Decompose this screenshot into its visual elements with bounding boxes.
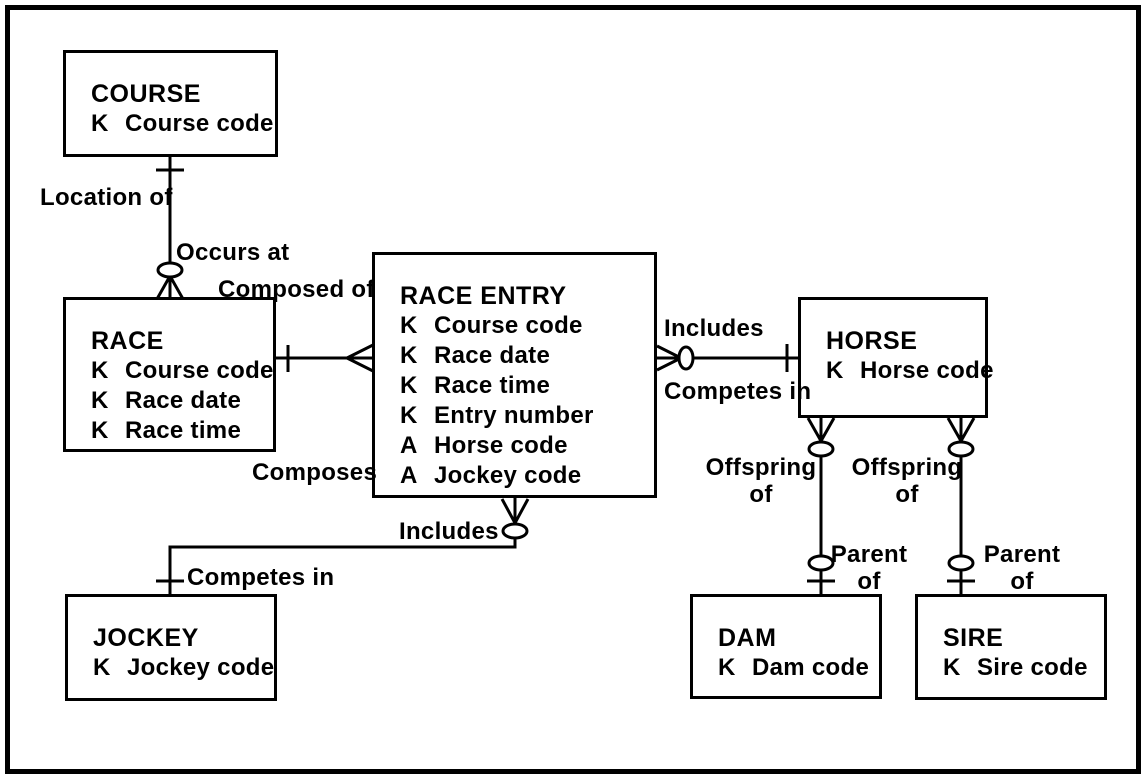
attr-tag: K: [91, 357, 109, 384]
entity-race-title: RACE: [91, 327, 164, 355]
connector-race-race-entry: [276, 343, 374, 373]
attr-name: Race time: [434, 372, 551, 399]
diagram-border-frame: [5, 5, 1141, 774]
attr-name: Course code: [434, 312, 583, 339]
entity-horse: HORSE K Horse code: [798, 297, 993, 418]
label-parent-of-sire: Parent of: [977, 541, 1067, 595]
attr-tag: A: [400, 432, 418, 459]
entity-course: COURSE K Course code: [63, 50, 278, 157]
label-line-2: of: [1010, 568, 1034, 595]
entity-course-title: COURSE: [91, 80, 201, 108]
label-location-of: Location of: [40, 184, 173, 211]
entity-race-entry-attr: K Race time: [400, 371, 650, 401]
entity-race-entry: RACE ENTRY K Course code K Race date K Race…: [372, 252, 657, 498]
label-composes: Composes: [252, 459, 378, 486]
attr-name: Jockey code: [127, 654, 275, 681]
entity-horse-title: HORSE: [826, 327, 918, 355]
entity-dam-title: DAM: [718, 624, 777, 652]
label-occurs-at: Occurs at: [176, 239, 290, 266]
horse-dam-crowsfoot: [806, 417, 836, 442]
entity-jockey-title: JOCKEY: [93, 624, 199, 652]
entity-race-attr: K Race time: [91, 416, 269, 446]
label-competes-in-jockey: Competes in: [187, 564, 335, 591]
horse-sire-crowsfoot: [946, 417, 976, 442]
label-parent-of-dam: Parent of: [824, 541, 914, 595]
label-composed-of: Composed of: [218, 276, 375, 303]
race-entry-horse-crowsfoot: [656, 344, 682, 372]
entity-sire-attr: K Sire code: [943, 653, 1100, 683]
attr-name: Entry number: [434, 402, 594, 429]
attr-tag: K: [400, 342, 418, 369]
attr-name: Horse code: [434, 432, 568, 459]
connector-race-entry-jockey: [156, 498, 530, 594]
entity-race: RACE K Course code K Race date K Race time: [63, 297, 276, 452]
attr-tag: K: [91, 417, 109, 444]
attr-tag: K: [400, 372, 418, 399]
attr-tag: A: [400, 462, 418, 489]
attr-tag: K: [91, 387, 109, 414]
label-line-2: of: [749, 481, 773, 508]
connector-horse-sire: [946, 417, 976, 594]
race-race-entry-crowsfoot: [346, 343, 374, 373]
connector-course-race: [155, 157, 185, 300]
label-line-1: Offspring: [851, 454, 963, 481]
label-line-1: Parent: [830, 541, 908, 568]
attr-tag: K: [93, 654, 111, 681]
race-entry-horse-optional-circle: [677, 345, 695, 371]
attr-name: Race time: [125, 417, 242, 444]
attr-name: Course code: [125, 110, 274, 137]
attr-name: Jockey code: [434, 462, 582, 489]
entity-race-entry-attr: A Jockey code: [400, 461, 650, 491]
attr-tag: K: [91, 110, 109, 137]
label-includes-jockey: Includes: [399, 518, 499, 545]
entity-horse-attr: K Horse code: [826, 356, 993, 386]
label-offspring-of-sire: Offspring of: [848, 454, 966, 508]
horse-dam-optional-circle-top: [807, 440, 835, 458]
attr-name: Race date: [434, 342, 551, 369]
entity-jockey-attr: K Jockey code: [93, 653, 274, 683]
entity-race-attr: K Course code: [91, 356, 273, 386]
attr-name: Horse code: [860, 357, 994, 384]
horse-sire-optional-circle-top: [947, 440, 975, 458]
connector-horse-dam: [806, 417, 836, 594]
entity-race-entry-attr: K Race date: [400, 341, 650, 371]
label-competes-in-horse: Competes in: [664, 378, 812, 405]
entity-race-entry-attr: A Horse code: [400, 431, 650, 461]
attr-name: Race date: [125, 387, 242, 414]
race-entry-jockey-crowsfoot: [500, 498, 530, 524]
attr-name: Dam code: [752, 654, 870, 681]
label-line-2: of: [857, 568, 881, 595]
entity-dam-attr: K Dam code: [718, 653, 875, 683]
course-race-optional-circle: [156, 261, 184, 279]
course-race-crowsfoot: [155, 275, 185, 300]
label-line-2: of: [895, 481, 919, 508]
label-includes-horse: Includes: [664, 315, 764, 342]
attr-name: Sire code: [977, 654, 1088, 681]
entity-dam: DAM K Dam code: [690, 594, 882, 699]
entity-race-entry-attr: K Course code: [400, 311, 650, 341]
entity-sire-title: SIRE: [943, 624, 1004, 652]
label-offspring-of-dam: Offspring of: [702, 454, 820, 508]
label-line-1: Offspring: [705, 454, 817, 481]
attr-name: Course code: [125, 357, 274, 384]
race-entry-jockey-optional-circle: [501, 522, 529, 540]
entity-jockey: JOCKEY K Jockey code: [65, 594, 277, 701]
entity-race-attr: K Race date: [91, 386, 269, 416]
attr-tag: K: [943, 654, 961, 681]
label-line-1: Parent: [983, 541, 1061, 568]
horse-sire-optional-circle-bottom: [947, 554, 975, 572]
entity-race-entry-title: RACE ENTRY: [400, 282, 567, 310]
connector-race-entry-horse: [656, 344, 798, 372]
entity-race-entry-attr: K Entry number: [400, 401, 650, 431]
attr-tag: K: [400, 402, 418, 429]
attr-tag: K: [400, 312, 418, 339]
attr-tag: K: [718, 654, 736, 681]
attr-tag: K: [826, 357, 844, 384]
horse-dam-optional-circle-bottom: [807, 554, 835, 572]
entity-course-attr: K Course code: [91, 109, 274, 139]
entity-sire: SIRE K Sire code: [915, 594, 1107, 700]
